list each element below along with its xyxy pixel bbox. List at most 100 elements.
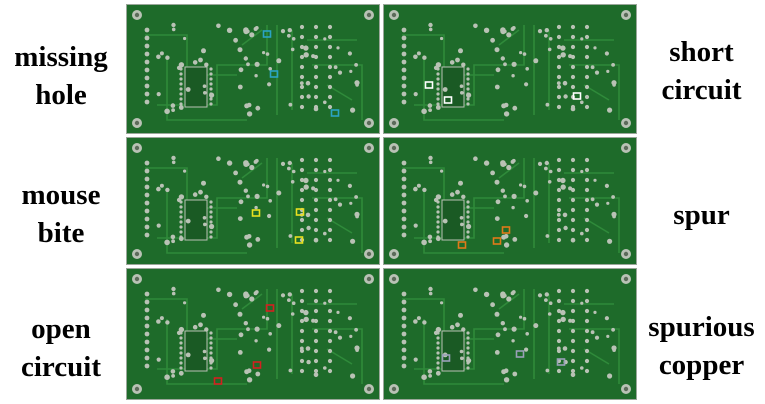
pcb-pad: [299, 298, 305, 304]
ic-pin: [179, 87, 183, 91]
pcb-pad: [347, 183, 352, 188]
pcb-pad: [327, 237, 333, 243]
pcb-pad: [299, 177, 305, 183]
pcb-pad: [185, 218, 191, 224]
pcb-pad: [401, 363, 407, 369]
pcb-pad: [144, 91, 150, 97]
pcb-pad: [604, 316, 609, 321]
ic-pin: [209, 210, 213, 214]
pcb-pad: [560, 184, 566, 190]
pcb-pad: [336, 46, 340, 50]
ic-pin: [466, 235, 470, 239]
pcb-pad: [522, 52, 527, 56]
pcb-pad: [461, 62, 466, 67]
pcb-pad: [590, 197, 595, 202]
pcb-pad: [580, 37, 584, 41]
pcb-pad: [435, 105, 441, 110]
pcb-pad: [287, 28, 292, 33]
pcb-pad: [243, 188, 248, 193]
ic-pin: [466, 220, 470, 224]
pcb-pad: [556, 288, 562, 294]
pcb-pad: [427, 103, 433, 108]
pcb-pad: [422, 320, 427, 325]
pcb-pad: [178, 236, 184, 242]
pcb-trace: [312, 328, 363, 384]
pcb-pad: [185, 87, 191, 92]
pcb-pad: [494, 311, 500, 317]
ic-pin: [209, 87, 213, 91]
ic-pin: [179, 351, 183, 355]
pcb-pad: [144, 67, 150, 73]
pcb-pad: [590, 65, 595, 70]
pcb-pad: [548, 301, 553, 305]
pcb-pad: [267, 213, 272, 219]
pcb-pad: [584, 74, 590, 80]
pcb-pad: [249, 32, 255, 38]
pcb-pad: [427, 234, 433, 240]
label-open-circuit-line1: open: [31, 313, 91, 345]
pcb-pad: [490, 302, 495, 308]
pcb-pad: [590, 330, 595, 335]
ic-pin: [179, 92, 183, 96]
defect-marker: [213, 377, 223, 385]
pcb-pad: [243, 291, 249, 297]
ic-pin: [209, 97, 213, 101]
pcb-pad: [501, 369, 507, 375]
pcb-pad: [612, 214, 616, 219]
pcb-pad: [560, 52, 566, 58]
pcb-pad: [303, 52, 309, 58]
pcb-pad: [288, 234, 293, 238]
pcb-pad: [584, 237, 590, 243]
pcb-pad: [276, 190, 282, 196]
pcb-pad: [556, 187, 562, 193]
pcb-pad: [580, 231, 584, 236]
pcb-pad: [299, 358, 305, 364]
pcb-pad: [570, 368, 576, 374]
pcb-pad: [164, 239, 170, 246]
pcb-pad: [594, 70, 600, 75]
pcb-pad: [299, 54, 305, 60]
pcb-trace: [241, 162, 263, 179]
pcb-pad: [144, 160, 150, 166]
pcb-pad: [584, 64, 590, 70]
pcb-pad: [593, 46, 597, 50]
pcb-pad: [401, 315, 407, 321]
pcb-pad: [594, 335, 600, 340]
pcb-pad: [494, 216, 500, 221]
pcb-pad: [556, 328, 562, 334]
pcb-pad: [183, 301, 187, 305]
pcb-pad: [299, 84, 305, 90]
ic-pin: [209, 341, 213, 345]
ic-pin: [436, 205, 440, 209]
pcb-pad: [313, 197, 319, 203]
pcb-pad: [490, 170, 495, 176]
pcb-pad: [483, 291, 490, 298]
pcb-pad: [584, 167, 590, 173]
pcb-pad: [607, 107, 613, 113]
pcb-pad: [183, 36, 187, 41]
pcb-pad: [401, 168, 407, 174]
pcb-pad: [570, 157, 576, 163]
pcb-pad: [584, 368, 590, 374]
pcb-pad: [290, 47, 295, 52]
pcb-pad: [355, 348, 359, 352]
pcb-pad: [413, 223, 418, 228]
pcb-pad: [449, 324, 455, 330]
pcb-pad: [176, 197, 182, 203]
pcb-pad: [313, 207, 319, 213]
pcb-pad: [544, 298, 548, 302]
pcb-open-circuit-svg: [132, 274, 374, 394]
ic-pin: [179, 82, 183, 86]
pcb-pad: [593, 310, 597, 314]
pcb-pad: [570, 217, 576, 223]
pcb-pad: [176, 330, 182, 335]
pcb-pad: [606, 334, 610, 338]
pcb-pad: [238, 67, 244, 73]
pcb-pad: [290, 180, 295, 184]
ic-pin: [179, 225, 183, 229]
pcb-pad: [291, 301, 296, 305]
pcb-pad: [243, 160, 249, 166]
pcb-pad: [305, 346, 311, 351]
ic-pin: [436, 341, 440, 345]
pcb-pad: [327, 24, 333, 30]
